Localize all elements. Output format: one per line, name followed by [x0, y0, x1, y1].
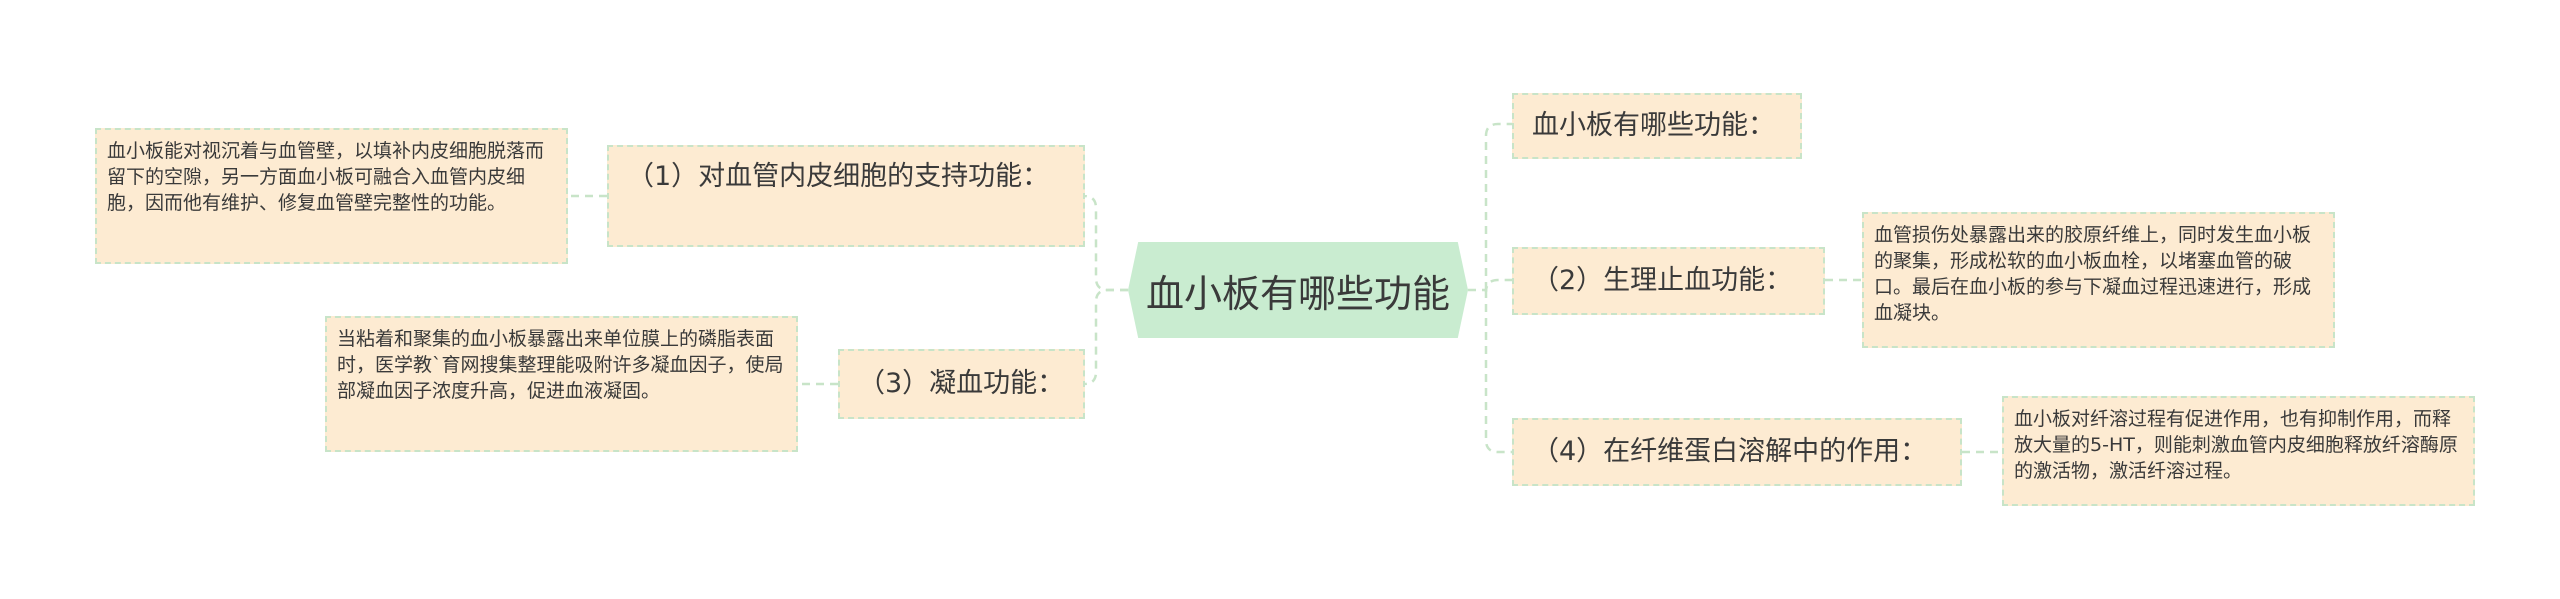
connector-root-b3	[1083, 288, 1128, 386]
leaf-text: 当粘着和聚集的血小板暴露出来单位膜上的磷脂表面时，医学教`育网搜集整理能吸附许多…	[337, 328, 784, 402]
branch-label: （2）生理止血功能：	[1532, 265, 1793, 296]
root-label: 血小板有哪些功能	[1145, 271, 1450, 316]
root-node[interactable]: 血小板有哪些功能	[1128, 242, 1468, 338]
leaf-text: 血管损伤处暴露出来的胶原纤维上，同时发生血小板的聚集，形成松软的血小板血栓，以堵…	[1874, 224, 2312, 324]
leaf-coagulation[interactable]: 当粘着和聚集的血小板暴露出来单位膜上的磷脂表面时，医学教`育网搜集整理能吸附许多…	[325, 316, 798, 452]
leaf-fibrinolysis[interactable]: 血小板对纤溶过程有促进作用，也有抑制作用，而释放大量的5-HT，则能刺激血管内皮…	[2002, 396, 2475, 506]
connector-root-b4	[1484, 290, 1512, 454]
branch-fibrinolysis[interactable]: （4）在纤维蛋白溶解中的作用：	[1512, 418, 1962, 486]
branch-label: （4）在纤维蛋白溶解中的作用：	[1532, 436, 1928, 467]
connector-root-b1	[1083, 194, 1128, 292]
branch-endothelial-support[interactable]: （1）对血管内皮细胞的支持功能：	[607, 145, 1085, 247]
leaf-text: 血小板对纤溶过程有促进作用，也有抑制作用，而释放大量的5-HT，则能刺激血管内皮…	[2014, 408, 2458, 482]
branch-hemostasis[interactable]: （2）生理止血功能：	[1512, 247, 1825, 315]
leaf-text: 血小板能对视沉着与血管壁，以填补内皮细胞脱落而留下的空隙，另一方面血小板可融合入…	[107, 140, 545, 214]
branch-functions-title[interactable]: 血小板有哪些功能：	[1512, 93, 1802, 159]
branch-coagulation[interactable]: （3）凝血功能：	[838, 349, 1085, 419]
connector-root-b2	[1484, 278, 1512, 293]
branch-label: （3）凝血功能：	[858, 368, 1065, 399]
leaf-endothelial-support[interactable]: 血小板能对视沉着与血管壁，以填补内皮细胞脱落而留下的空隙，另一方面血小板可融合入…	[95, 128, 568, 264]
branch-label: （1）对血管内皮细胞的支持功能：	[627, 161, 1050, 192]
connector-root-b0	[1484, 122, 1512, 290]
leaf-hemostasis[interactable]: 血管损伤处暴露出来的胶原纤维上，同时发生血小板的聚集，形成松软的血小板血栓，以堵…	[1862, 212, 2335, 348]
branch-label: 血小板有哪些功能：	[1532, 110, 1775, 141]
